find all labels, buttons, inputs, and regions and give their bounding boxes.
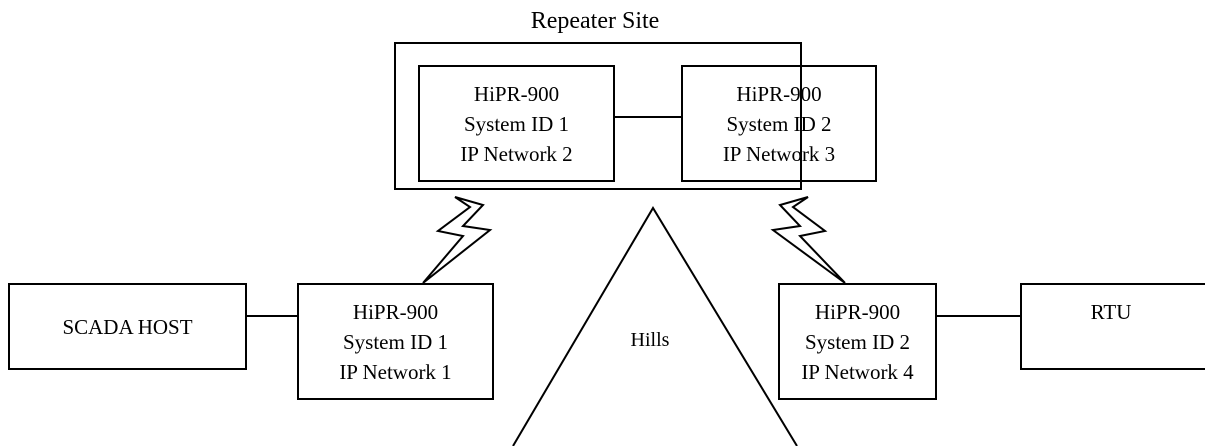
hills-triangle bbox=[512, 206, 798, 446]
radio-model: HiPR-900 bbox=[736, 81, 822, 106]
repeater-site-title: Repeater Site bbox=[530, 8, 660, 34]
radio-system-id: System ID 1 bbox=[464, 111, 569, 136]
right-radio-link-bolt bbox=[770, 196, 846, 284]
repeater-radio-right: HiPR-900 System ID 2 IP Network 3 bbox=[681, 65, 877, 182]
radio-network: IP Network 2 bbox=[460, 141, 573, 166]
scada-host-box: SCADA HOST bbox=[8, 283, 247, 370]
rtu-box: RTU bbox=[1020, 283, 1205, 370]
radio-model: HiPR-900 bbox=[814, 299, 901, 324]
radio-system-id: System ID 1 bbox=[343, 329, 448, 354]
scada-host-label: SCADA HOST bbox=[62, 314, 193, 339]
hills-label: Hills bbox=[630, 329, 670, 351]
radio-network: IP Network 4 bbox=[801, 359, 914, 384]
radio-system-id: System ID 2 bbox=[726, 111, 832, 136]
radio-system-id: System ID 2 bbox=[805, 329, 910, 354]
repeater-site-box bbox=[394, 42, 802, 190]
left-radio-link-bolt bbox=[422, 196, 493, 284]
radio-network: IP Network 3 bbox=[722, 141, 836, 166]
repeater-radio-left: HiPR-900 System ID 1 IP Network 2 bbox=[418, 65, 615, 182]
rtu-radio-box: HiPR-900 System ID 2 IP Network 4 bbox=[778, 283, 937, 400]
radio-model: HiPR-900 bbox=[473, 81, 560, 106]
radio-network: IP Network 1 bbox=[339, 359, 452, 384]
rtu-label: RTU bbox=[1090, 300, 1132, 324]
host-radio-box: HiPR-900 System ID 1 IP Network 1 bbox=[297, 283, 494, 400]
radio-model: HiPR-900 bbox=[352, 299, 439, 324]
